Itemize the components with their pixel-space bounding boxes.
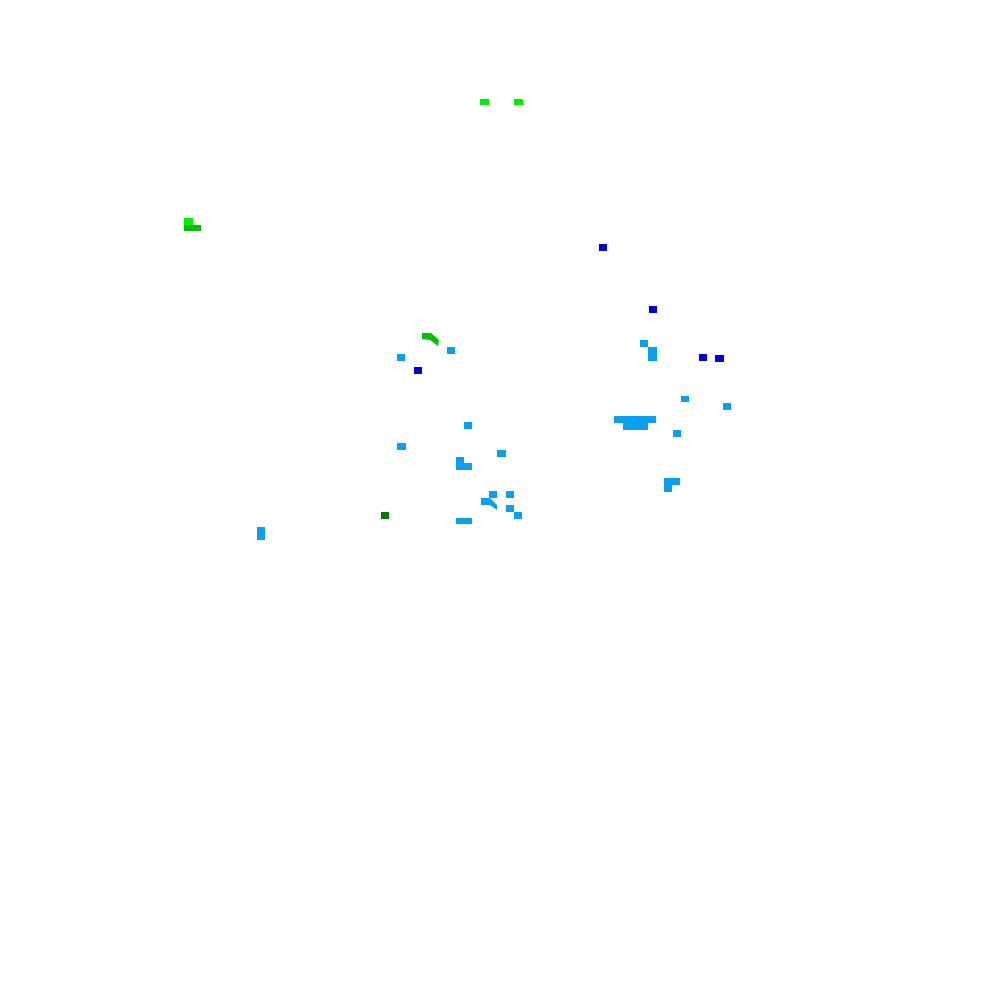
bright-green-patches (184, 99, 523, 225)
green-patches (184, 225, 439, 346)
map-patch (489, 491, 497, 498)
map-patch (506, 505, 514, 512)
map-patch (184, 225, 201, 231)
map-patch (648, 347, 657, 361)
map-patch (456, 518, 472, 524)
map-patch (397, 354, 405, 361)
map-patch (514, 512, 522, 519)
dark-green-patches (381, 512, 389, 519)
map-patch (456, 457, 464, 470)
map-patch (514, 99, 523, 105)
map-patch (715, 355, 724, 362)
map-patch (422, 333, 439, 346)
map-patch (649, 306, 657, 313)
map-patch (699, 354, 707, 361)
map-patch (599, 244, 607, 251)
map-patch (414, 367, 422, 374)
map-patch (481, 498, 497, 510)
map-patch (681, 396, 689, 402)
map-patch (640, 340, 648, 347)
map-patch (464, 422, 472, 429)
map-patch (480, 99, 489, 105)
map-patch (464, 463, 472, 470)
map-patch (723, 403, 731, 410)
blue-patches (414, 244, 724, 374)
map-patch (397, 443, 406, 450)
map-patch (673, 430, 681, 437)
map-patch (497, 450, 506, 457)
map-patch (614, 416, 656, 423)
map-patch (184, 218, 193, 225)
map-patch (447, 347, 455, 354)
map-patch (664, 485, 672, 492)
map-patch (257, 527, 265, 540)
light-blue-patches (257, 340, 731, 540)
map-patch (506, 491, 514, 498)
map-patch (623, 423, 648, 430)
map-patch (381, 512, 389, 519)
map-patch (664, 478, 680, 485)
